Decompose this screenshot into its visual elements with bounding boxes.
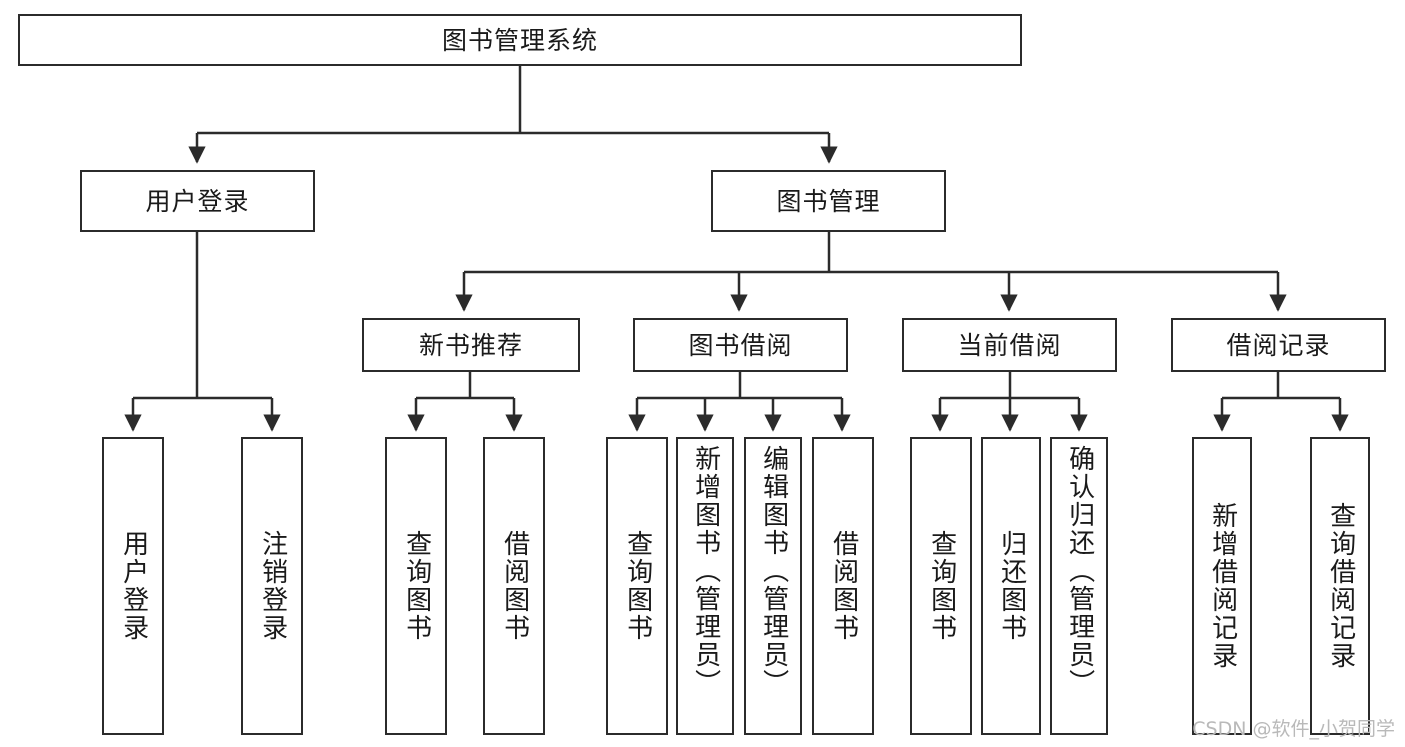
leaf-confirm-return-admin[interactable]: 确认归还（管理员）: [1050, 437, 1108, 735]
leaf-edit-book-admin[interactable]: 编辑图书（管理员）: [744, 437, 802, 735]
node-label: 用户登录: [145, 186, 250, 216]
node-label: 借阅记录: [1226, 330, 1331, 360]
node-label: 当前借阅: [957, 330, 1062, 360]
node-label: 编辑图书（管理员）: [758, 445, 789, 697]
node-book-management[interactable]: 图书管理: [711, 170, 946, 232]
leaf-borrow-book[interactable]: 借阅图书: [812, 437, 874, 735]
leaf-add-book-admin[interactable]: 新增图书（管理员）: [676, 437, 734, 735]
node-label: 图书管理: [776, 186, 881, 216]
watermark-text: CSDN @软件_小贺同学: [1192, 718, 1395, 740]
leaf-logout-login[interactable]: 注销登录: [241, 437, 303, 735]
node-label: 查询图书: [926, 530, 957, 642]
node-user-login[interactable]: 用户登录: [80, 170, 315, 232]
node-label: 图书借阅: [688, 330, 793, 360]
leaf-add-borrow-record[interactable]: 新增借阅记录: [1192, 437, 1252, 735]
node-label: 查询图书: [401, 530, 432, 642]
node-borrow-record[interactable]: 借阅记录: [1171, 318, 1386, 372]
leaf-query-book-recommend[interactable]: 查询图书: [385, 437, 447, 735]
node-label: 确认归还（管理员）: [1064, 445, 1095, 697]
leaf-borrow-book-recommend[interactable]: 借阅图书: [483, 437, 545, 735]
node-label: 查询借阅记录: [1325, 502, 1356, 670]
node-label: 新书推荐: [418, 330, 523, 360]
node-label: 查询图书: [622, 530, 653, 642]
node-current-borrow[interactable]: 当前借阅: [902, 318, 1117, 372]
leaf-query-borrow-record[interactable]: 查询借阅记录: [1310, 437, 1370, 735]
node-new-book-recommend[interactable]: 新书推荐: [362, 318, 580, 372]
node-label: 用户登录: [118, 530, 149, 642]
leaf-query-book-borrow[interactable]: 查询图书: [606, 437, 668, 735]
node-root-book-management-system[interactable]: 图书管理系统: [18, 14, 1022, 66]
node-label: 归还图书: [996, 530, 1027, 642]
leaf-query-book-current[interactable]: 查询图书: [910, 437, 972, 735]
node-label: 新增借阅记录: [1207, 502, 1238, 670]
leaf-user-login[interactable]: 用户登录: [102, 437, 164, 735]
node-label: 借阅图书: [828, 530, 859, 642]
node-book-borrow[interactable]: 图书借阅: [633, 318, 848, 372]
node-label: 借阅图书: [499, 530, 530, 642]
leaf-return-book[interactable]: 归还图书: [981, 437, 1041, 735]
node-label: 图书管理系统: [441, 25, 598, 55]
node-label: 注销登录: [257, 530, 288, 642]
node-label: 新增图书（管理员）: [690, 445, 721, 697]
